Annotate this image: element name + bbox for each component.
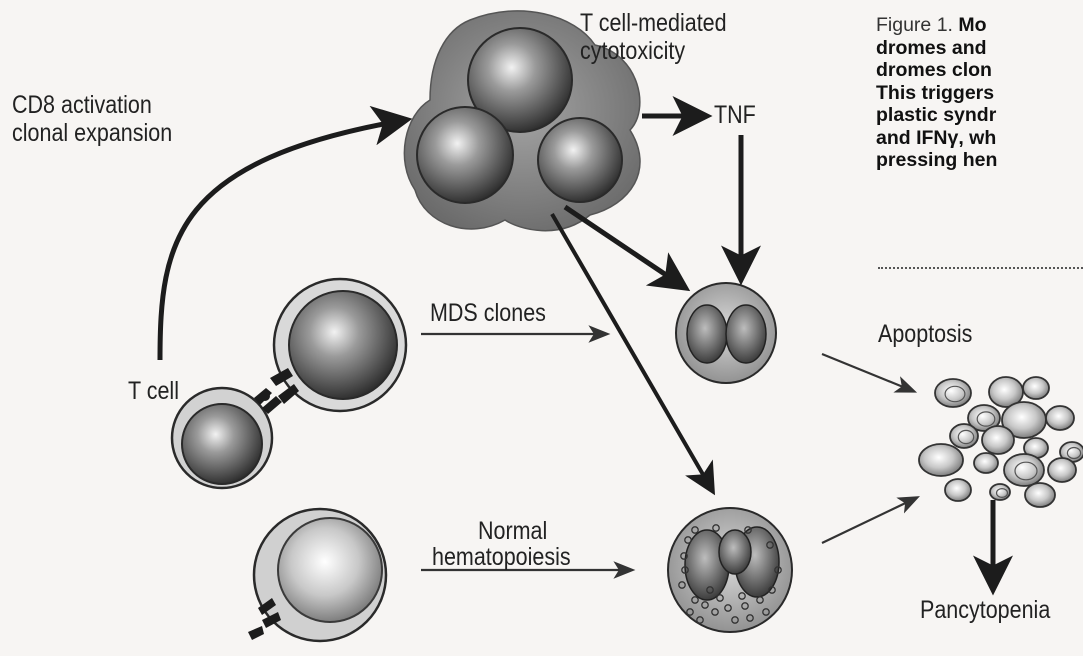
arrow-to-apoptosis [822,354,913,391]
label-tnf: TNF [714,102,756,128]
label-pancytopenia: Pancytopenia [920,597,1050,623]
arrow-tcell-to-mds-cell [565,207,684,287]
apoptotic-body [1004,454,1044,486]
label-normal-line2: hematopoiesis [432,544,571,570]
mds-clone-cell [676,283,776,383]
label-cd8-line1: CD8 activation [12,92,152,118]
arrow-normal-to-apoptosis [822,498,916,543]
label-t-cell: T cell [128,378,179,404]
caption-line-2: dromes and [876,37,987,59]
caption-line-7: pressing hen [876,149,997,171]
figure-caption: Figure 1. Mo dromes and dromes clon This… [876,14,1083,172]
apoptotic-bodies [919,377,1083,507]
label-mds-clones: MDS clones [430,300,546,326]
label-t-cell-mediated-line2: cytotoxicity [580,38,685,64]
caption-line-3: dromes clon [876,59,992,81]
apoptotic-body [974,453,998,473]
apoptotic-body [1048,458,1076,482]
caption-divider [878,267,1083,269]
caption-line-6: and IFNγ, wh [876,127,996,149]
caption-head: Figure 1. [876,14,953,36]
apoptotic-body [1025,483,1055,507]
label-normal-line1: Normal [478,518,547,544]
apoptotic-body [935,379,971,407]
t-cell [172,388,272,488]
normal-hematopoietic-cell [668,508,792,632]
label-apoptosis: Apoptosis [878,321,972,347]
apoptotic-body [945,479,971,501]
apoptotic-body [982,426,1014,454]
label-t-cell-mediated-line1: T cell-mediated [580,10,727,36]
apoptotic-body [1046,406,1074,430]
label-cd8-line2: clonal expansion [12,120,172,146]
apoptotic-body [1023,377,1049,399]
caption-line-1: Mo [958,14,986,36]
caption-line-4: This triggers [876,82,994,104]
apoptotic-body [919,444,963,476]
caption-line-5: plastic syndr [876,104,996,126]
